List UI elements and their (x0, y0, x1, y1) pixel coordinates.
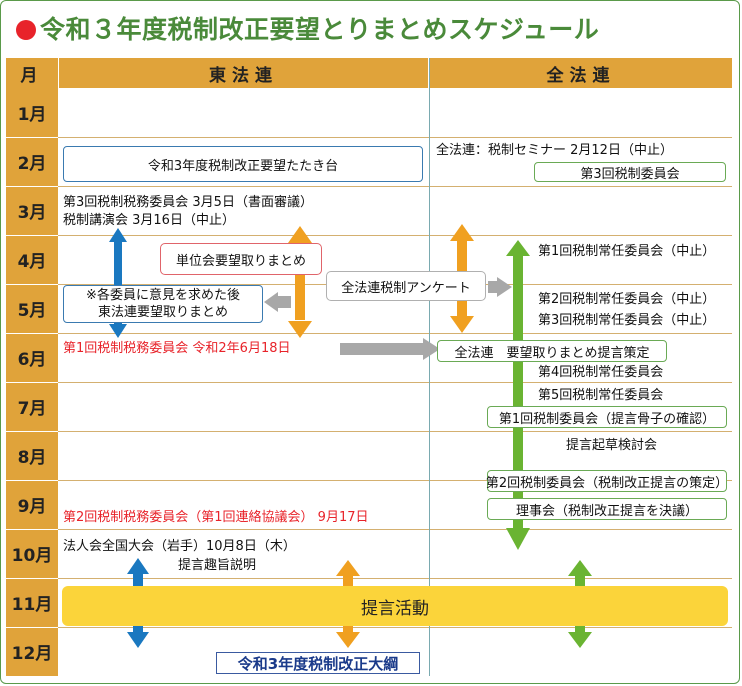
page-title: 令和３年度税制改正要望とりまとめスケジュール (16, 10, 599, 46)
zenho-standing5: 第5回税制常任委員会 (538, 388, 664, 403)
blue-arrow-opinion (109, 228, 127, 338)
month-cell-divider (6, 431, 58, 432)
month-label: 9月 (17, 497, 47, 517)
survey-box: 全法連税制アンケート (326, 271, 486, 301)
page-title-text: 令和３年度税制改正要望とりまとめスケジュール (40, 15, 600, 44)
month-label: 6月 (17, 350, 47, 370)
zenho-standing1: 第1回税制常任委員会（中止） (538, 244, 716, 259)
zenho-board-box: 理事会（税制改正提言を決議） (487, 498, 727, 520)
month-divider (58, 137, 732, 138)
tatakidai-box: 令和3年度税制改正要望たたき台 (63, 146, 423, 182)
month-cell-divider (6, 578, 58, 579)
unit-requests-box: 単位会要望取りまとめ (160, 243, 322, 275)
opinion-line1: ※各委員に意見を求めた後 (86, 288, 240, 303)
zenho-standing3: 第3回税制常任委員会（中止） (538, 313, 716, 328)
month-label: 1月 (17, 105, 47, 125)
month-divider (58, 578, 732, 579)
month-divider (58, 382, 732, 383)
month-label: 3月 (17, 203, 47, 223)
toho-meeting1: 第1回税制税務委員会 令和2年6月18日 (63, 341, 291, 356)
advocacy-bar: 提言活動 (62, 586, 728, 626)
grey-arrow-survey-right (488, 277, 512, 297)
toho-convention: 法人会全国大会（岩手）10月8日（木） (63, 539, 296, 554)
zenho-committee2-box: 第2回税制委員会（税制改正提言の策定） (486, 470, 728, 492)
month-label: 4月 (17, 252, 47, 272)
month-cell-divider (6, 284, 58, 285)
month-divider (58, 186, 732, 187)
month-label: 8月 (17, 448, 47, 468)
month-cell-divider (6, 137, 58, 138)
tax-outline-box: 令和3年度税制改正大綱 (216, 652, 420, 674)
month-cell-divider (6, 627, 58, 628)
grey-arrow-to-opinion (264, 292, 291, 312)
toho-meeting3: 第3回税制税務委員会 3月5日（書面審議） (63, 195, 313, 210)
opinion-line2: 東法連要望取りまとめ (97, 305, 228, 320)
month-label: 11月 (11, 595, 53, 615)
zenho-standing2: 第2回税制常任委員会（中止） (538, 292, 716, 307)
month-cell-divider (6, 333, 58, 334)
month-divider (58, 529, 732, 530)
month-divider (58, 480, 732, 481)
month-cell-divider (6, 235, 58, 236)
orange-arrow-unit-requests (288, 226, 312, 338)
month-cell-divider (6, 186, 58, 187)
toho-proposal-explain: 提言趣旨説明 (178, 558, 257, 573)
month-cell-divider (6, 382, 58, 383)
zenho-drafting: 提言起草検討会 (566, 438, 658, 453)
zenho-committee1-box: 第1回税制委員会（提言骨子の確認） (487, 406, 727, 428)
month-label: 5月 (17, 301, 47, 321)
month-divider (58, 431, 732, 432)
zenho-committee3-box: 第3回税制委員会 (534, 162, 726, 182)
month-label: 7月 (17, 399, 47, 419)
green-arrow-standing (506, 240, 530, 550)
month-cell-divider (6, 480, 58, 481)
month-cell-divider (6, 529, 58, 530)
month-label: 12月 (11, 644, 53, 664)
opinion-box: ※各委員に意見を求めた後 東法連要望取りまとめ (63, 285, 263, 323)
month-label: 2月 (17, 154, 47, 174)
month-divider (58, 235, 732, 236)
zenho-summary-box: 全法連 要望取りまとめ提言策定 (437, 340, 667, 362)
toho-lecture: 税制講演会 3月16日（中止） (63, 213, 235, 228)
header-month: 月 (6, 58, 58, 88)
grey-arrow-meeting1 (340, 338, 440, 360)
zenho-standing4: 第4回税制常任委員会 (538, 365, 664, 380)
month-label: 10月 (11, 546, 53, 566)
header-zenho: 全法連 (430, 58, 732, 88)
month-divider (58, 333, 732, 334)
header-toho: 東法連 (59, 58, 428, 88)
month-divider (58, 627, 732, 628)
toho-meeting2: 第2回税制税務委員会（第1回連絡協議会） 9月17日 (63, 510, 369, 525)
column-divider (429, 58, 430, 676)
red-dot-icon (16, 20, 36, 40)
zenho-seminar: 全法連：税制セミナー 2月12日（中止） (436, 143, 673, 158)
